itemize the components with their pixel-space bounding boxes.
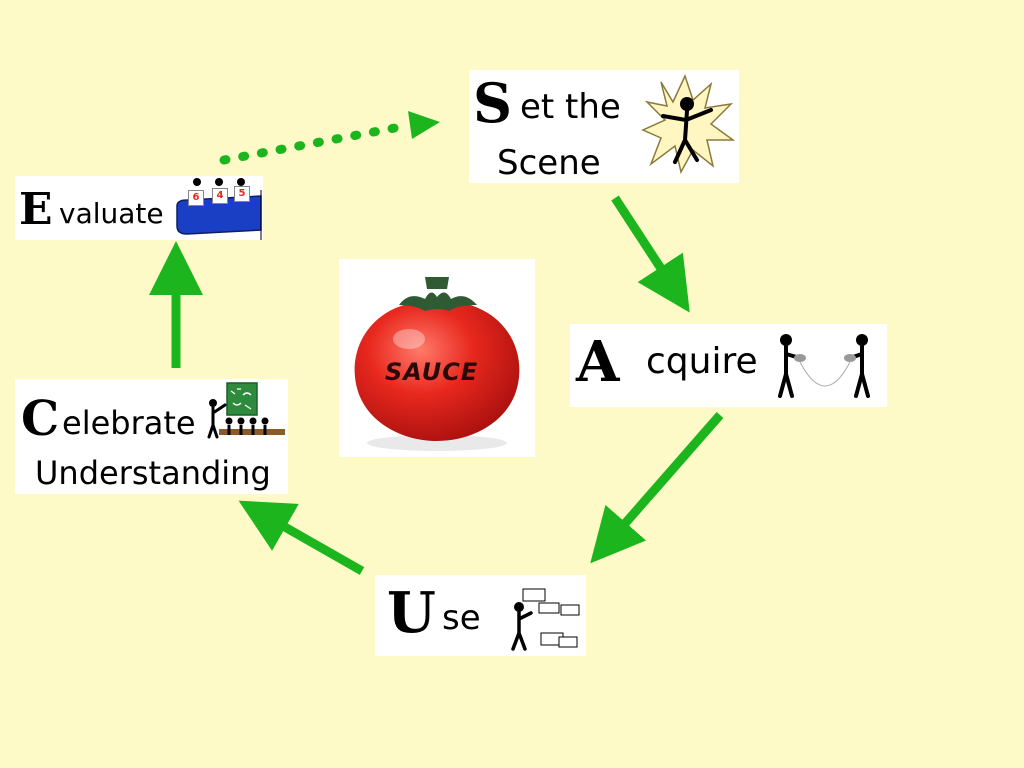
judge-score-2: 4 [212,188,228,204]
evaluate-initial: E [19,184,53,235]
step-evaluate: E valuate 6 4 5 [15,176,263,240]
tomato-sauce-bottle-icon [354,277,520,451]
celebrate-line2: Understanding [35,454,271,492]
arrow-acquire-to-use [590,412,724,564]
arrow-evaluate-to-set-scene [219,122,405,165]
set-scene-line1: et the [520,87,621,127]
judge-score-3: 5 [234,186,250,202]
step-acquire: A cquire [570,324,887,407]
arrow-set-scene-to-acquire [611,195,690,313]
celebrate-initial: C [21,391,60,447]
acquire-rest: cquire [646,341,758,382]
arrow-evaluate-to-set-scene-head [408,111,440,139]
evaluate-rest: valuate [59,197,164,230]
celebrate-line1: elebrate [62,404,196,442]
step-use: U se [375,575,586,656]
judge-score-1: 6 [188,190,204,206]
use-rest: se [442,598,481,638]
stick-figure-burst-icon [641,74,736,174]
two-figures-phone-icon [778,334,870,398]
step-celebrate-understanding: C elebrate Understanding [15,379,288,494]
sauce-jar-label: SAUCE [385,358,479,386]
figure-papers-icon [511,588,580,651]
set-scene-line2: Scene [497,143,601,183]
set-scene-initial: S [473,71,512,135]
classroom-chalkboard-icon [207,382,285,439]
center-sauce-image: SAUCE [339,259,535,457]
step-set-the-scene: S et the Scene [469,70,739,183]
acquire-initial: A [576,329,620,395]
arrow-use-to-celebrate [238,500,365,575]
use-initial: U [387,580,436,646]
